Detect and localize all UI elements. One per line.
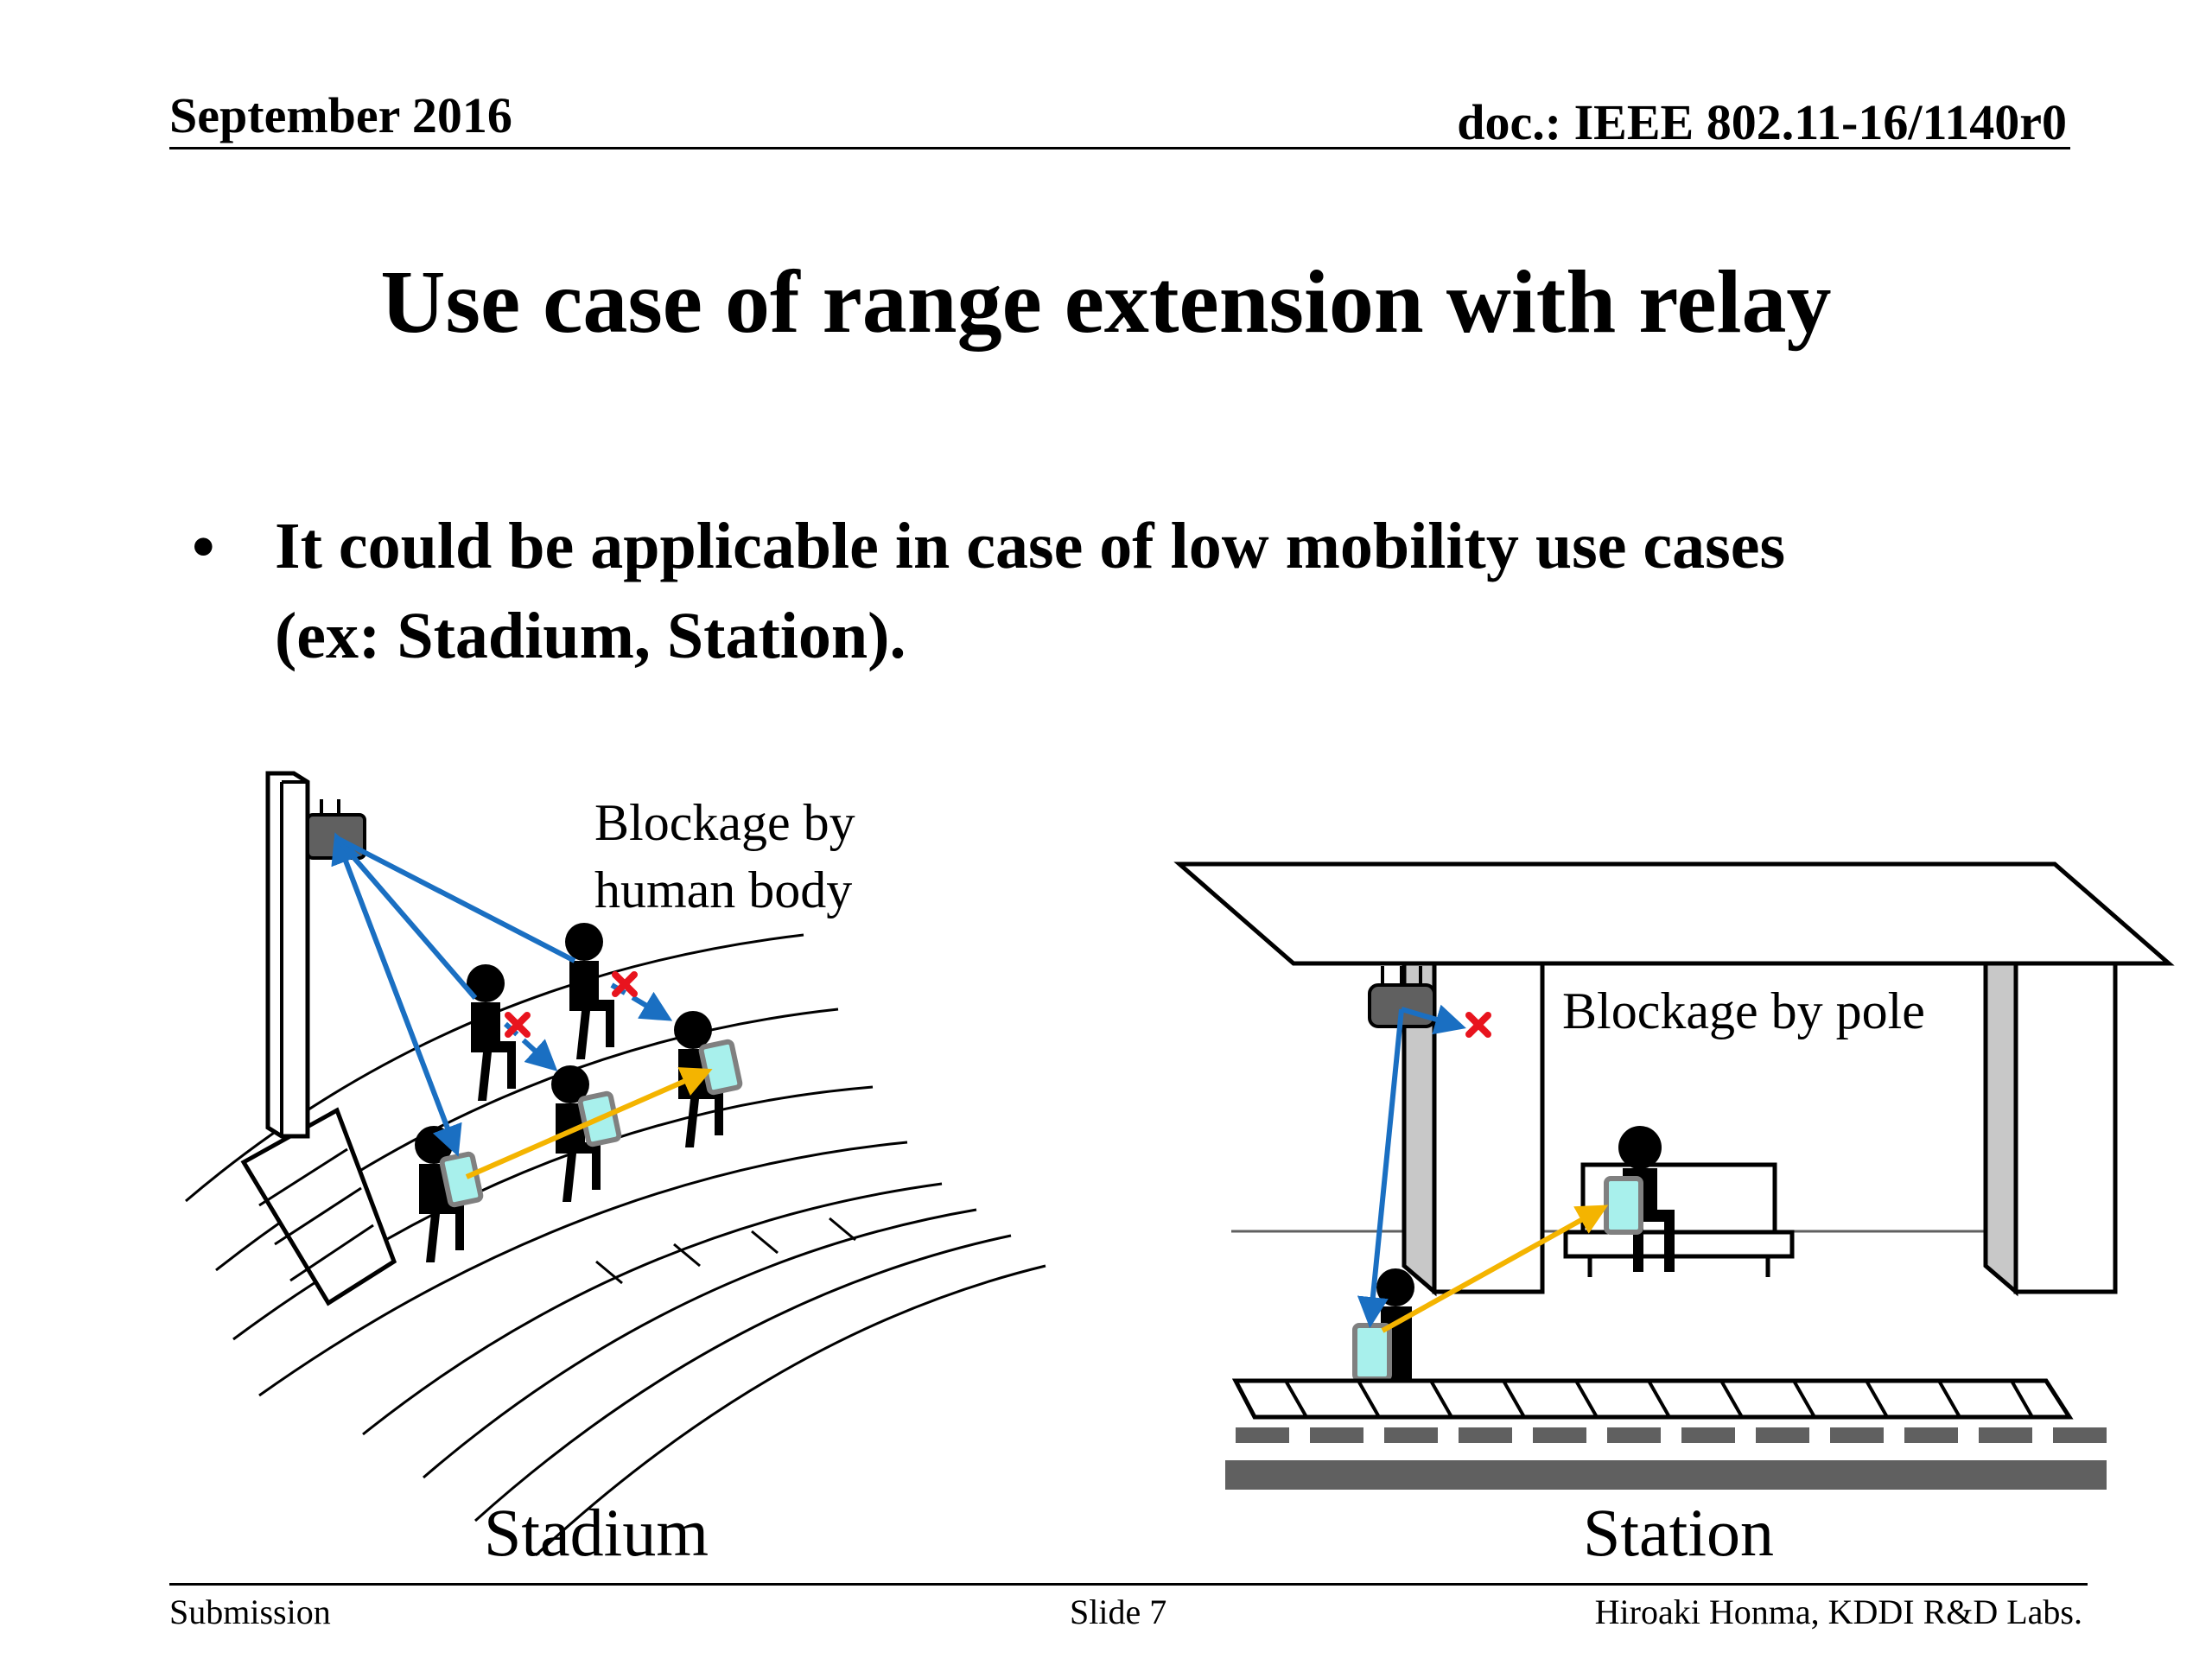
blocked-x-icon [1465, 1012, 1491, 1038]
header-doc-id: doc.: IEEE 802.11-16/1140r0 [1457, 94, 2067, 150]
stadium-seat-marks [595, 1217, 856, 1285]
tablet-icon [698, 1039, 743, 1096]
relay-link [465, 1067, 713, 1179]
bench-icon [1563, 1162, 1795, 1277]
tablet-icon [1604, 1176, 1643, 1235]
station-caption: Station [1583, 1495, 1774, 1570]
station-roof [1173, 861, 2175, 966]
footer-submission: Submission [169, 1592, 331, 1631]
person-icon [565, 923, 614, 1059]
footer-slide-number: Slide 7 [1070, 1592, 1167, 1631]
rail-track-icon [1225, 1427, 2107, 1490]
bullet-marker: • [192, 511, 215, 583]
bullet-line-2: (ex: Stadium, Station). [275, 600, 906, 672]
direct-link [1357, 1008, 1404, 1329]
platform-edge [1231, 1378, 2074, 1420]
stadium-note-line-1: Blockage by [594, 794, 855, 851]
blocked-x-icon [612, 971, 638, 997]
footer-author: Hiroaki Honma, KDDI R&D Labs. [1594, 1592, 2082, 1631]
station-pole-right [1983, 961, 2118, 1297]
slide-title: Use case of range extension with relay [380, 252, 1832, 352]
blocked-x-icon [505, 1012, 531, 1038]
stadium-note-line-2: human body [594, 861, 852, 918]
station-note: Blockage by pole [1562, 982, 1925, 1039]
tablet-icon [1352, 1323, 1392, 1382]
footer-divider [169, 1583, 2088, 1586]
tablet-icon [439, 1151, 484, 1208]
header-divider [169, 147, 2070, 149]
stadium-scene: Blockage by human body Stadium [185, 771, 1046, 1570]
person-icon [551, 1065, 601, 1202]
blocked-direct-link [1401, 1004, 1466, 1035]
bullet-line-1: It could be applicable in case of low mo… [275, 510, 1786, 582]
relay-link [1381, 1205, 1609, 1333]
station-scene: Blockage by pole Station [1173, 861, 2175, 1570]
stadium-pole-icon [265, 771, 310, 1139]
header-date: September 2016 [169, 87, 512, 143]
stadium-caption: Stadium [484, 1495, 709, 1570]
bullet-text: It could be applicable in case of low mo… [275, 501, 2089, 681]
stadium-stand-rows [185, 933, 1046, 1557]
person-icon [467, 964, 516, 1101]
